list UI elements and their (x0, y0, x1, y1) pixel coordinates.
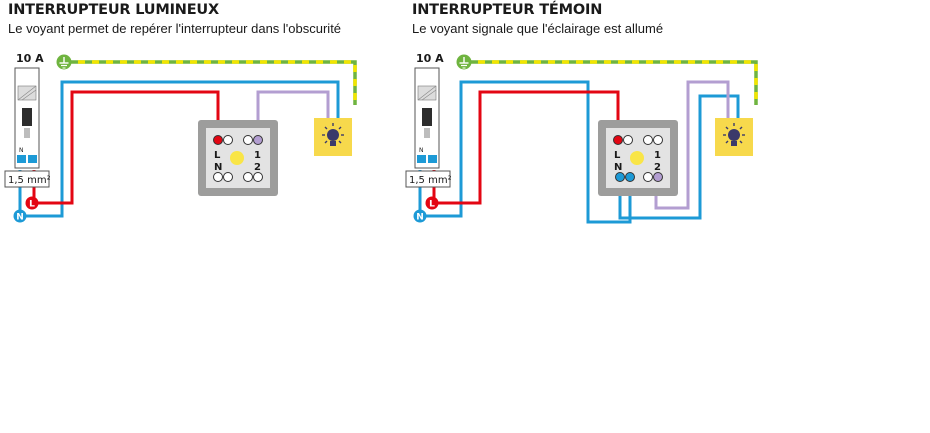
neutral-N-icon: N (413, 209, 427, 223)
svg-text:N: N (16, 213, 24, 223)
switch-terminal-2: 2 (654, 162, 661, 173)
breaker-n-label: N (19, 147, 24, 154)
neutral-wire (422, 80, 632, 224)
panel-subtitle: Le voyant permet de repérer l'interrupte… (8, 21, 342, 36)
panel-subtitle: Le voyant signale que l'éclairage est al… (412, 21, 664, 36)
svg-text:L: L (29, 200, 35, 210)
breaker-n-label: N (419, 147, 424, 154)
switch-terminal-1: 1 (254, 150, 261, 161)
panel-indicator-switch: INTERRUPTEUR TÉMOIN Le voyant signale qu… (404, 0, 804, 240)
panel-title: INTERRUPTEUR LUMINEUX (8, 2, 219, 18)
earth-wire (64, 60, 357, 105)
switch-terminal-L: L (614, 150, 621, 161)
earth-wire (464, 60, 758, 105)
indicator-light-icon (230, 151, 244, 165)
phase-L-icon: L (425, 196, 439, 210)
wiring-diagram: 10 A N 1,5 mm² L N (405, 52, 758, 224)
switch-terminal-N: N (614, 162, 622, 173)
lamp-icon (715, 118, 753, 156)
svg-text:N: N (416, 213, 424, 223)
cable-section-label: 1,5 mm² (8, 175, 51, 186)
panel-illuminated-switch: INTERRUPTEUR LUMINEUX Le voyant permet d… (0, 0, 400, 240)
indicator-light-icon (630, 151, 644, 165)
cable-section-box (405, 170, 451, 188)
return-wire (654, 80, 730, 210)
phase-wire (32, 90, 220, 205)
wiring-diagram: 10 A N 1,5 mm² L N (4, 52, 357, 223)
neutral-N-icon: N (13, 209, 27, 223)
switch-illuminated: L N 1 2 (198, 120, 278, 196)
cable-section-box (4, 170, 50, 188)
switch-indicator: L N 1 2 (598, 120, 678, 196)
switch-terminal-N: N (214, 162, 222, 173)
lamp-icon (314, 118, 352, 156)
return-wire (256, 90, 330, 140)
switch-terminal-1: 1 (654, 150, 661, 161)
circuit-breaker: 10 A N (14, 52, 44, 169)
phase-L-icon: L (25, 196, 39, 210)
earth-icon (456, 54, 472, 70)
earth-icon (56, 54, 72, 70)
svg-text:L: L (429, 200, 435, 210)
phase-wire (432, 90, 620, 205)
switch-terminal-2: 2 (254, 162, 261, 173)
switch-terminal-L: L (214, 150, 221, 161)
breaker-rating: 10 A (416, 52, 444, 65)
cable-section-label: 1,5 mm² (409, 175, 452, 186)
circuit-breaker: 10 A N (414, 52, 444, 169)
panel-title: INTERRUPTEUR TÉMOIN (412, 2, 603, 18)
breaker-rating: 10 A (16, 52, 44, 65)
